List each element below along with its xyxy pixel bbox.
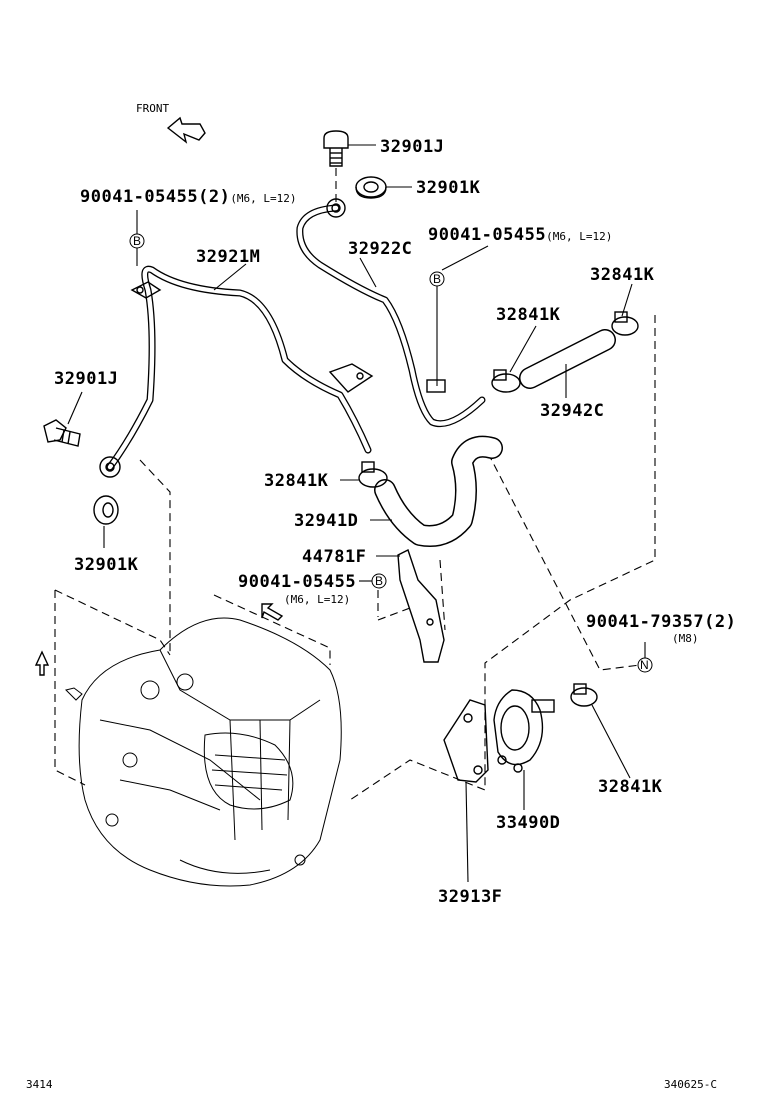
leader-lines — [67, 144, 646, 883]
clamp-32841K-bottom — [570, 683, 598, 707]
bracket-32913F — [443, 699, 489, 783]
svg-text:B: B — [433, 272, 441, 286]
label-32941D: 32941D — [294, 511, 358, 531]
clamp-32841K-mid — [491, 369, 521, 393]
diagonal-arrow-icon — [261, 603, 284, 621]
svg-text:B: B — [375, 574, 383, 588]
label-90041-05455-a: 90041-05455(2)(M6, L=12) — [80, 187, 297, 207]
ref-symbol-b-1: B — [129, 233, 145, 249]
ref-symbol-b-3: B — [371, 573, 387, 589]
label-32913F: 32913F — [438, 887, 502, 907]
clamp-32841K-right — [611, 311, 639, 336]
svg-text:N: N — [640, 658, 649, 672]
label-90041-79357-spec: (M8) — [672, 632, 699, 645]
pipe-32921M — [99, 265, 374, 478]
pump-33490D — [493, 689, 555, 773]
label-90041-05455-c-spec: (M6, L=12) — [284, 593, 350, 606]
svg-text:B: B — [133, 234, 141, 248]
label-32841K-bottom: 32841K — [598, 777, 663, 797]
assembly-guide-lines — [54, 315, 656, 801]
clamp-32841K-left — [358, 461, 388, 488]
label-32901K-left: 32901K — [74, 555, 139, 575]
label-90041-05455-c: 90041-05455 — [238, 572, 356, 592]
gasket-32901K-top — [355, 176, 387, 199]
up-arrow-icon — [34, 650, 50, 676]
bolt-32901J-top — [323, 130, 349, 205]
label-32901K-top: 32901K — [416, 178, 481, 198]
label-90041-05455-b: 90041-05455(M6, L=12) — [428, 225, 612, 245]
hose-32941D — [374, 435, 503, 547]
label-32841K-left: 32841K — [264, 471, 329, 491]
label-90041-79357: 90041-79357(2) — [586, 612, 736, 632]
label-32922C: 32922C — [348, 239, 412, 259]
bracket-44781F — [397, 549, 445, 663]
label-32841K-right: 32841K — [590, 265, 655, 285]
bolt-32901J-left — [43, 419, 81, 447]
footer-right-code: 340625-C — [664, 1078, 717, 1091]
label-32841K-mid: 32841K — [496, 305, 561, 325]
label-32942C: 32942C — [540, 401, 604, 421]
label-33490D: 33490D — [496, 813, 560, 833]
front-arrow-icon — [166, 116, 206, 144]
transmission-assembly — [65, 617, 342, 887]
hose-32942C — [519, 329, 616, 389]
footer-left-code: 3414 — [26, 1078, 53, 1091]
label-32901J-left: 32901J — [54, 369, 118, 389]
label-32921M: 32921M — [196, 247, 260, 267]
gasket-32901K-left — [93, 495, 119, 525]
ref-symbol-n: N — [637, 657, 653, 673]
label-32901J-top: 32901J — [380, 137, 444, 157]
label-44781F: 44781F — [302, 547, 366, 567]
pipe-32922C — [296, 198, 486, 428]
front-label: FRONT — [136, 102, 169, 115]
ref-symbol-b-2: B — [429, 271, 445, 287]
